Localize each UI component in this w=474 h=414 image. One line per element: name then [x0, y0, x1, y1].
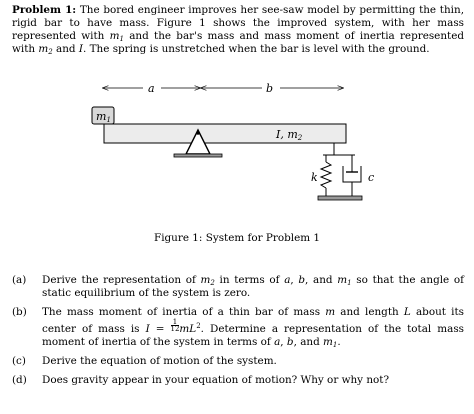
part-a: (a) Derive the representation of m2 in t… — [12, 274, 464, 300]
part-b: (b) The mass moment of inertia of a thin… — [12, 306, 464, 349]
symbol-m: m — [325, 306, 336, 318]
pivot-ground — [173, 153, 223, 158]
symbol-m1: m1 — [337, 274, 352, 287]
part-c-text: Derive the equation of motion of the sys… — [42, 355, 277, 367]
problem-text-2: and the bar's mass and mass moment of in… — [12, 30, 464, 55]
symbol-b: b — [286, 336, 294, 348]
part-b-text-3: about its center of mass is — [42, 306, 464, 335]
symbol-m1: m1 — [109, 30, 124, 43]
part-a-text-4: so that the angle of static equilibrium … — [42, 274, 464, 299]
part-c-label: (c) — [12, 355, 26, 367]
problem-text-3: and — [56, 43, 76, 55]
part-d: (d) Does gravity appear in your equation… — [12, 374, 464, 387]
pivot-point — [196, 131, 200, 135]
spring — [319, 161, 333, 189]
damper-label-c: c — [368, 171, 374, 184]
mass-m1-box — [91, 106, 115, 125]
spring-label-k: k — [311, 171, 318, 184]
comma: , — [280, 336, 284, 348]
comma: , — [290, 274, 294, 286]
part-b-label: (b) — [12, 306, 27, 318]
symbol-m1: m1 — [323, 336, 338, 349]
part-b-text-1: The mass moment of inertia of a thin bar… — [42, 306, 321, 318]
part-a-label: (a) — [12, 274, 27, 286]
bar-label: I, m2 — [275, 128, 303, 142]
bar — [103, 123, 347, 144]
comma: , — [293, 336, 297, 348]
question-parts: (a) Derive the representation of m2 in t… — [12, 274, 464, 393]
problem-text-1: The bored engineer improves her see-saw … — [12, 4, 464, 42]
symbol-b: b — [298, 274, 306, 286]
comma: , — [305, 274, 309, 286]
symbol-a: a — [284, 274, 291, 286]
part-d-text: Does gravity appear in your equation of … — [42, 374, 390, 386]
problem-text-4: . The spring is unstretched when the bar… — [83, 43, 430, 55]
mass-m1-label: m1 — [96, 110, 111, 124]
part-a-text-3: and — [313, 274, 333, 286]
part-b-text-4: . Determine a representation of the tota… — [42, 323, 464, 348]
part-b-text-6: . — [337, 336, 341, 348]
symbol-a: a — [274, 336, 281, 348]
system-figure: a b m1 I, m2 k c — [91, 82, 374, 201]
part-c: (c) Derive the equation of motion of the… — [12, 355, 464, 368]
symbol-m2: m2 — [200, 274, 215, 287]
part-b-text-2: and length — [340, 306, 399, 318]
dimension-b-label: b — [266, 82, 273, 95]
dimension-a-label: a — [148, 82, 155, 95]
problem-heading: Problem 1: — [12, 4, 77, 16]
part-d-label: (d) — [12, 374, 27, 386]
problem-statement: Problem 1: The bored engineer improves h… — [12, 4, 464, 56]
part-a-text-1: Derive the representation of — [42, 274, 196, 286]
symbol-L: L — [403, 306, 411, 318]
symbol-m2: m2 — [38, 43, 53, 56]
figure-caption: Figure 1: System for Problem 1 — [154, 232, 320, 244]
symbol-I: I — [78, 43, 84, 55]
part-b-text-5: and — [300, 336, 320, 348]
spring-ground — [317, 195, 363, 201]
part-a-text-2: in terms of — [219, 274, 280, 286]
